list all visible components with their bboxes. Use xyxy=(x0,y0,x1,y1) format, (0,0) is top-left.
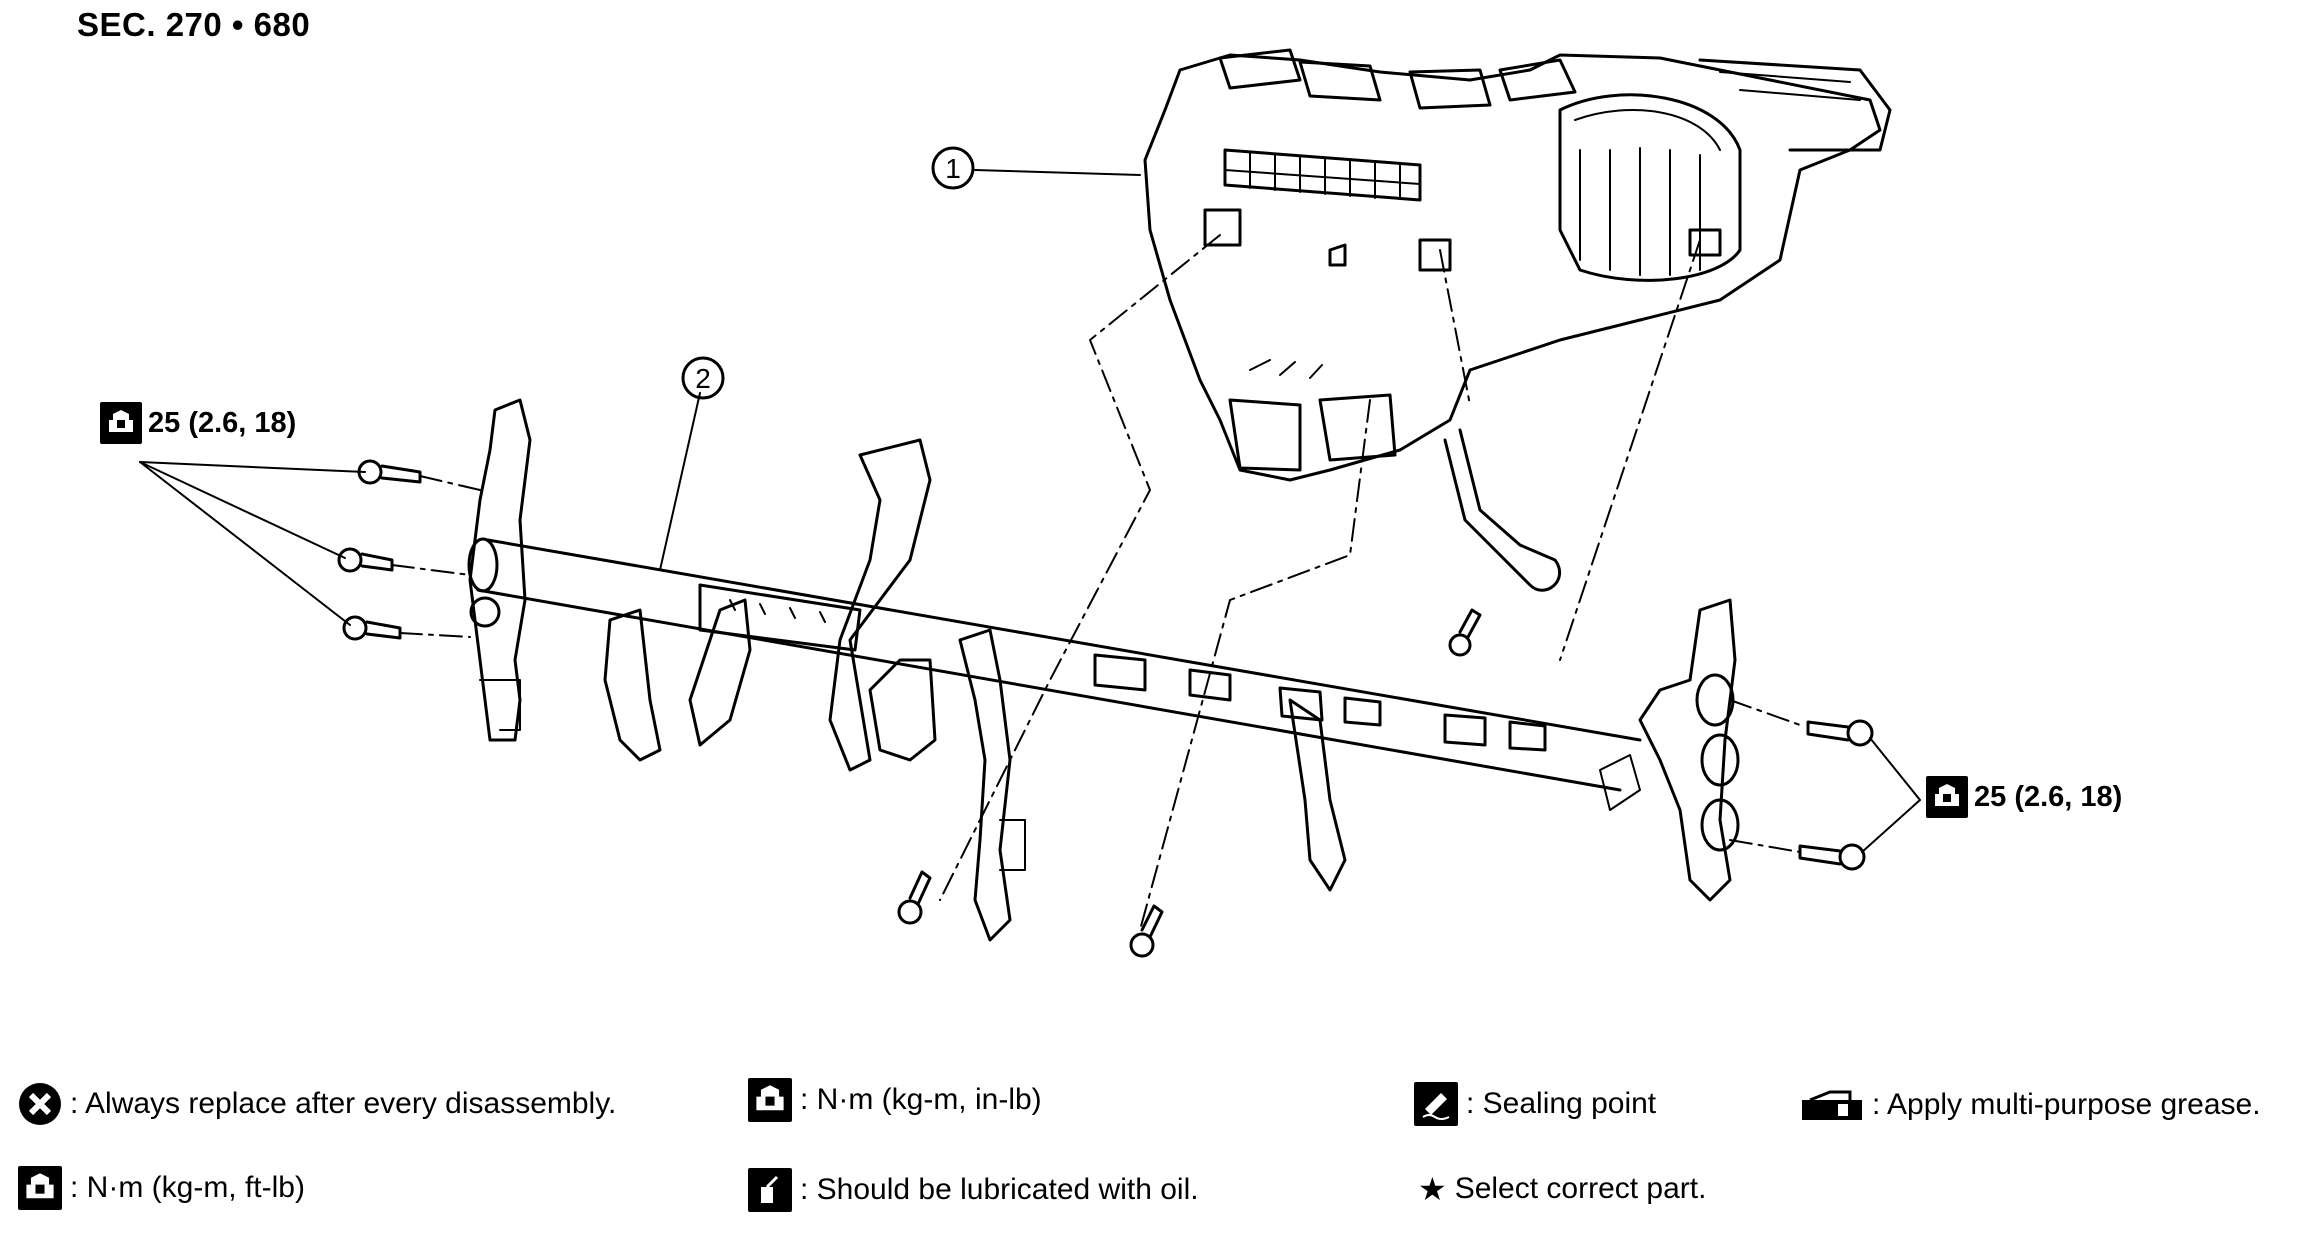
bolt-socket-icon xyxy=(1926,776,1968,818)
legend-nm-ftlb-text: : N·m (kg-m, ft-lb) xyxy=(70,1171,305,1204)
torque-spec-right-text: 25 (2.6, 18) xyxy=(1974,780,2123,813)
bolt-right-top xyxy=(1806,719,1874,747)
bolts xyxy=(337,459,1874,958)
torque-spec-left: 25 (2.6, 18) xyxy=(100,402,296,444)
bolt-right-bottom xyxy=(1798,843,1866,871)
legend-select: ★ Select correct part. xyxy=(1418,1170,1706,1208)
legend-oil-text: : Should be lubricated with oil. xyxy=(800,1173,1199,1206)
bolt-socket-icon xyxy=(18,1166,62,1210)
bolt-left-top xyxy=(357,459,422,485)
legend-sealing-text: : Sealing point xyxy=(1466,1087,1657,1120)
heater-cooling-unit xyxy=(1143,48,1892,592)
callout-2-label: 2 xyxy=(695,363,711,394)
legend-grease-text: : Apply multi-purpose grease. xyxy=(1872,1088,2261,1121)
legend-oil: : Should be lubricated with oil. xyxy=(748,1168,1199,1212)
legend-grease: : Apply multi-purpose grease. xyxy=(1800,1088,2261,1122)
torque-spec-left-text: 25 (2.6, 18) xyxy=(148,406,297,439)
steering-member xyxy=(467,398,1740,942)
callout-leaders xyxy=(139,169,1921,853)
legend-nm-inlb: : N·m (kg-m, in-lb) xyxy=(748,1078,1042,1122)
sealant-icon xyxy=(1414,1082,1458,1126)
bolt-socket-icon xyxy=(100,402,142,444)
alignment-lines xyxy=(391,234,1801,931)
legend-replace-text: : Always replace after every disassembly… xyxy=(70,1087,617,1120)
bolt-socket-icon xyxy=(748,1078,792,1122)
bolt-bottom-1 xyxy=(897,870,932,925)
legend-nm-ftlb: : N·m (kg-m, ft-lb) xyxy=(18,1166,305,1210)
grease-gun-icon xyxy=(1800,1088,1864,1122)
bolt-left-bottom xyxy=(342,615,402,641)
section-reference: SEC. 270 • 680 xyxy=(77,6,311,43)
torque-spec-right: 25 (2.6, 18) xyxy=(1926,776,2122,818)
oil-can-icon xyxy=(748,1168,792,1212)
assembly-drawing: 1 2 xyxy=(139,48,1921,958)
x-circle-icon xyxy=(18,1082,62,1126)
callout-1-label: 1 xyxy=(945,153,961,184)
bolt-bottom-2 xyxy=(1129,904,1164,958)
legend-nm-inlb-text: : N·m (kg-m, in-lb) xyxy=(800,1083,1042,1116)
legend-sealing: : Sealing point xyxy=(1414,1082,1656,1126)
callout-circle-2 xyxy=(681,356,725,400)
bolt-left-mid xyxy=(337,547,394,573)
bolt-center-1 xyxy=(1448,608,1482,657)
legend-replace: : Always replace after every disassembly… xyxy=(18,1082,616,1126)
star-icon: ★ xyxy=(1418,1171,1447,1207)
legend-select-text: Select correct part. xyxy=(1454,1172,1707,1205)
callout-circle-1 xyxy=(931,146,975,190)
